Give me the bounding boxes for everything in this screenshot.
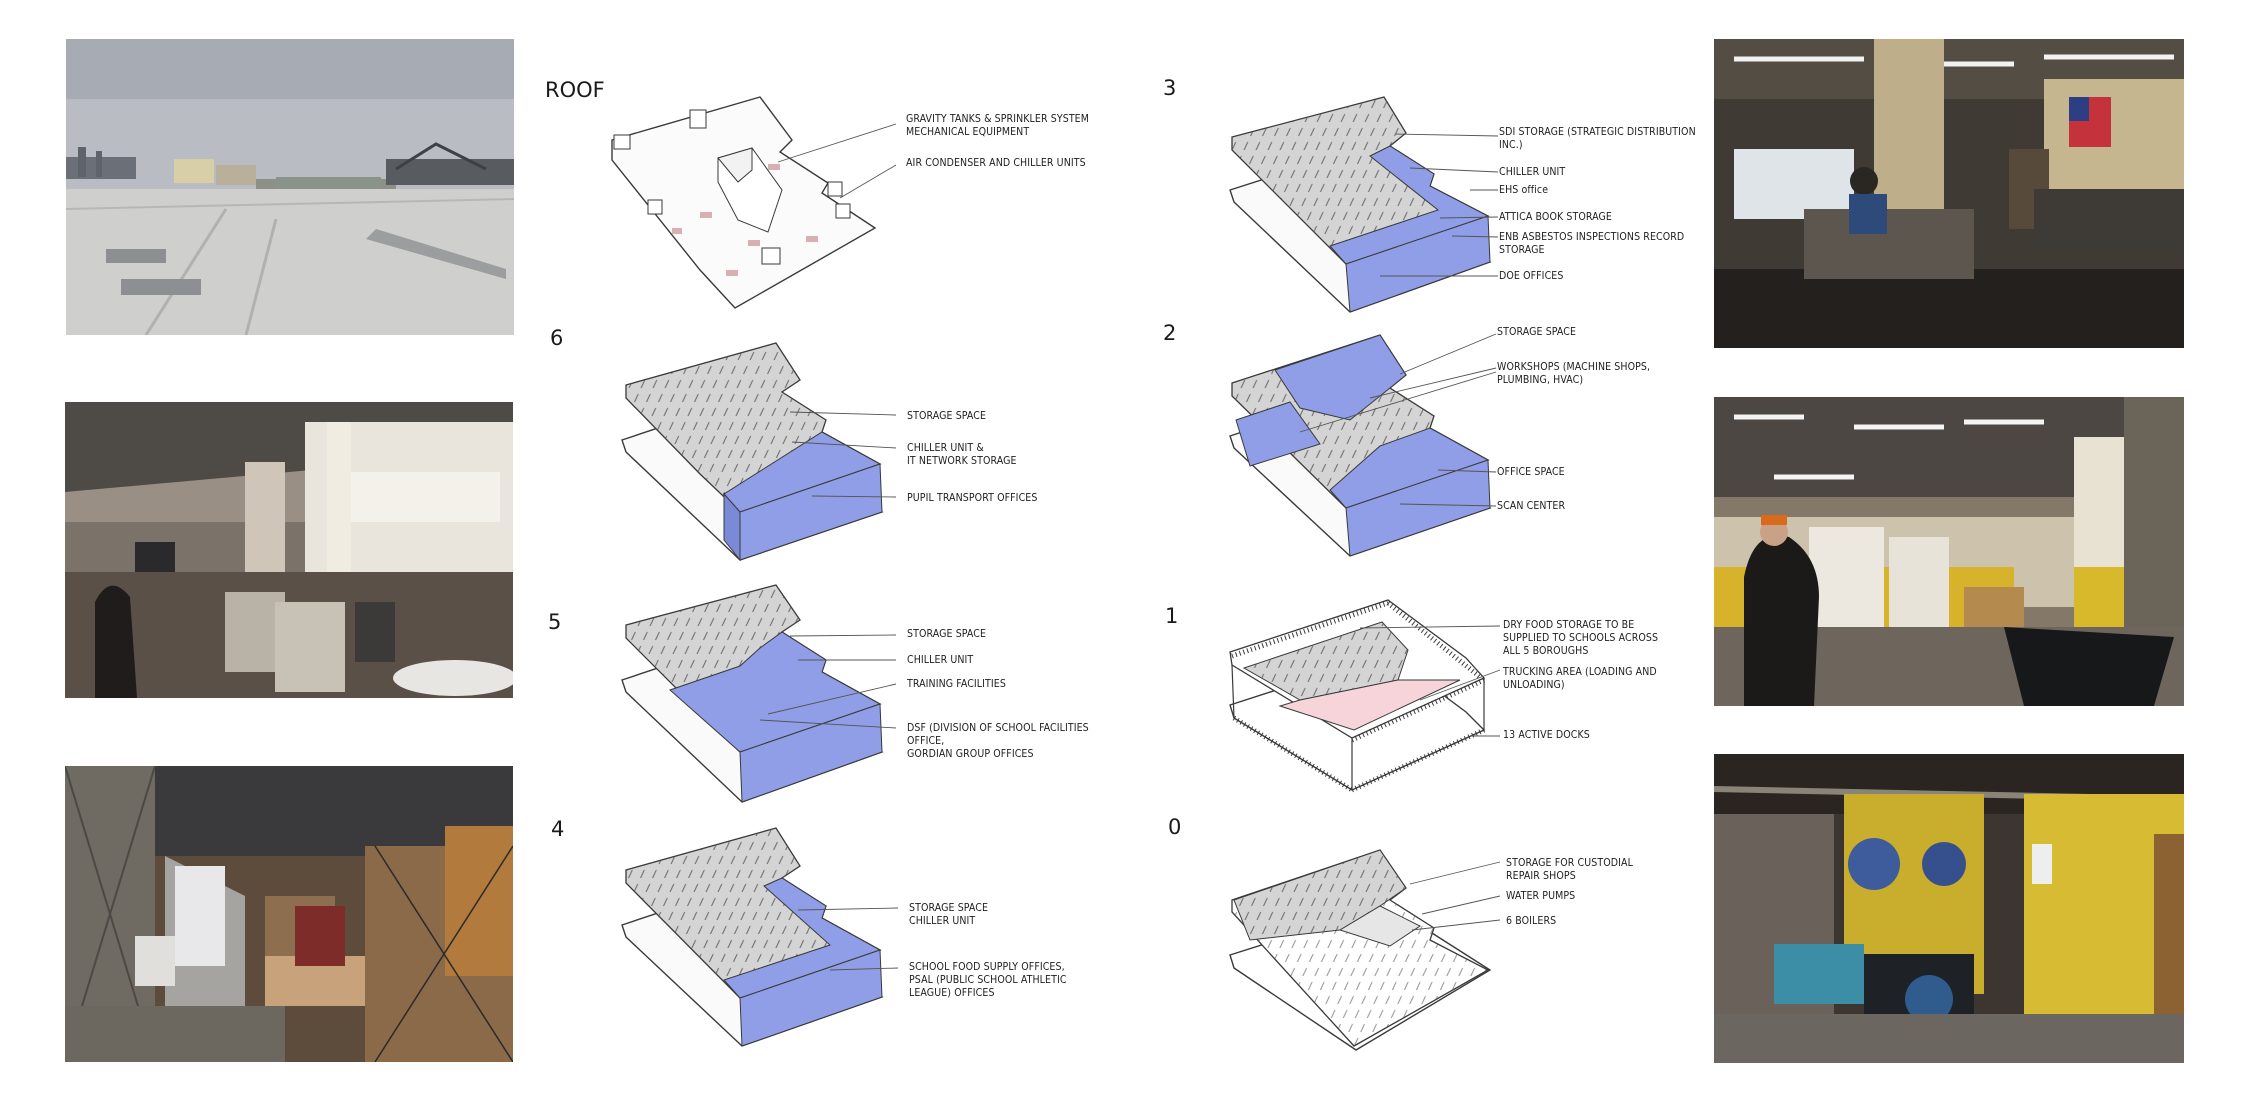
photo-storage-corridor xyxy=(65,766,513,1062)
label-3-doe: DOE OFFICES xyxy=(1499,270,1564,282)
diagram-floor-2 xyxy=(1229,333,1497,557)
diagram-floor-5 xyxy=(621,584,897,803)
floor-title-4: 4 xyxy=(551,817,565,841)
label-5-storage: STORAGE SPACE xyxy=(907,628,987,640)
diagram-floor-3 xyxy=(1229,96,1499,313)
label-2-scan: SCAN CENTER xyxy=(1497,500,1566,512)
label-2-workshops: WORKSHOPS (MACHINE SHOPS, PLUMBING, HVAC… xyxy=(1497,361,1651,386)
photo-boiler-room xyxy=(1714,754,2184,1063)
floor-title-0: 0 xyxy=(1168,815,1182,839)
photo-loading-dock xyxy=(1714,397,2184,706)
label-1-docks: 13 ACTIVE DOCKS xyxy=(1503,729,1590,741)
photo-machine-shop xyxy=(1714,39,2184,348)
label-5-chiller: CHILLER UNIT xyxy=(907,654,974,666)
label-3-chiller: CHILLER UNIT xyxy=(1499,166,1566,178)
label-3-sdi-storage: SDI STORAGE (STRATEGIC DISTRIBUTION INC.… xyxy=(1499,126,1696,151)
label-3-ehs: EHS office xyxy=(1499,184,1549,196)
label-roof-air-condenser: AIR CONDENSER AND CHILLER UNITS xyxy=(906,157,1086,169)
label-0-custodial: STORAGE FOR CUSTODIAL REPAIR SHOPS xyxy=(1506,857,1633,882)
floor-title-6: 6 xyxy=(550,326,564,350)
label-5-dsf: DSF (DIVISION OF SCHOOL FACILITIES OFFIC… xyxy=(907,722,1089,760)
floor-title-2: 2 xyxy=(1163,321,1177,345)
photo-office-floor xyxy=(65,402,513,698)
photo-rooftop xyxy=(66,39,514,335)
floor-title-3: 3 xyxy=(1163,76,1177,100)
label-roof-gravity-tanks: GRAVITY TANKS & SPRINKLER SYSTEM MECHANI… xyxy=(906,113,1090,138)
label-3-attica: ATTICA BOOK STORAGE xyxy=(1499,211,1612,223)
diagram-floor-1 xyxy=(1229,599,1501,793)
label-5-training: TRAINING FACILITIES xyxy=(907,678,1006,690)
label-1-dry-food: DRY FOOD STORAGE TO BE SUPPLIED TO SCHOO… xyxy=(1503,619,1659,657)
label-6-pupil-transport: PUPIL TRANSPORT OFFICES xyxy=(907,492,1038,504)
label-6-chiller-it: CHILLER UNIT & IT NETWORK STORAGE xyxy=(907,442,1017,467)
label-4-storage-chiller: STORAGE SPACE CHILLER UNIT xyxy=(909,902,989,927)
label-4-school-food: SCHOOL FOOD SUPPLY OFFICES, PSAL (PUBLIC… xyxy=(909,961,1067,999)
label-1-trucking: TRUCKING AREA (LOADING AND UNLOADING) xyxy=(1503,666,1657,691)
label-0-boilers: 6 BOILERS xyxy=(1506,915,1557,927)
label-2-office: OFFICE SPACE xyxy=(1497,466,1565,478)
diagram-roof xyxy=(611,96,897,309)
label-3-enb: ENB ASBESTOS INSPECTIONS RECORD STORAGE xyxy=(1499,231,1685,256)
label-0-water-pumps: WATER PUMPS xyxy=(1506,890,1576,902)
floor-title-1: 1 xyxy=(1165,604,1179,628)
label-2-storage: STORAGE SPACE xyxy=(1497,326,1577,338)
label-6-storage: STORAGE SPACE xyxy=(907,410,987,422)
diagram-floor-4 xyxy=(621,827,899,1047)
diagram-floor-0 xyxy=(1229,849,1501,1051)
floor-title-5: 5 xyxy=(548,610,562,634)
diagram-floor-6 xyxy=(621,342,897,562)
floor-title-roof: ROOF xyxy=(545,78,605,102)
